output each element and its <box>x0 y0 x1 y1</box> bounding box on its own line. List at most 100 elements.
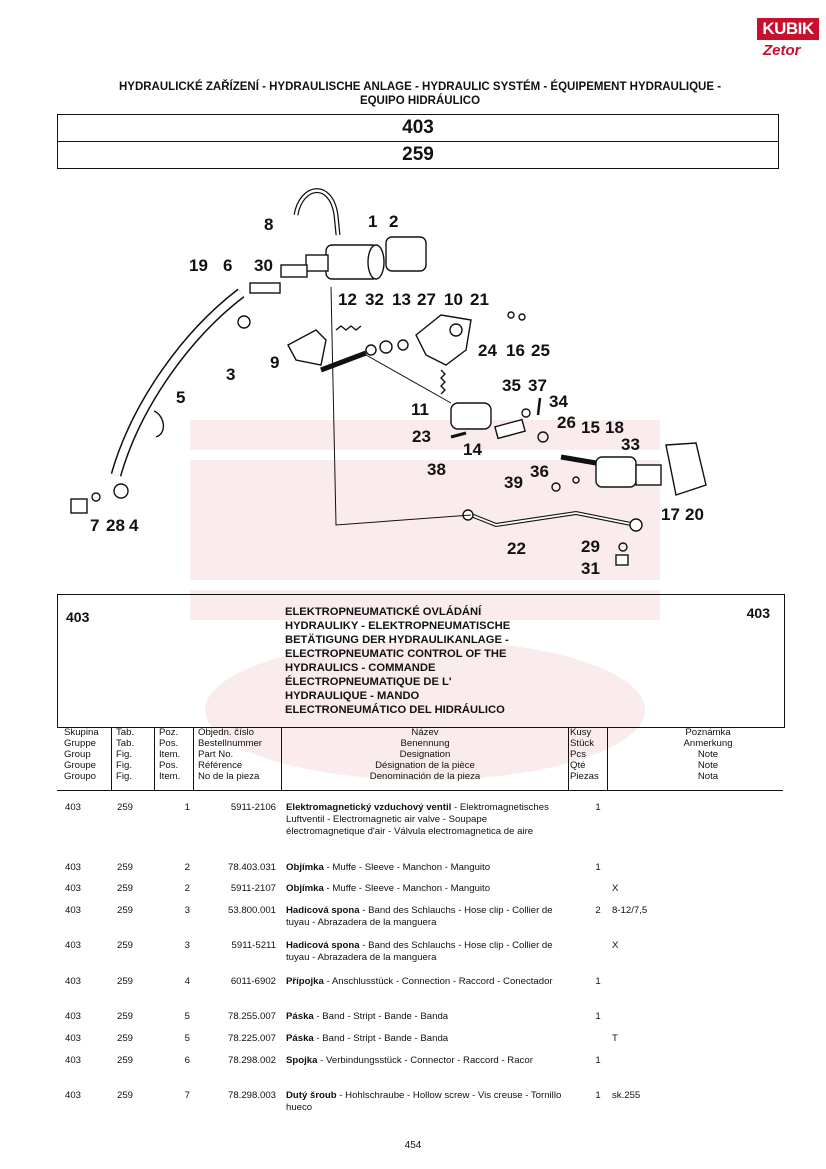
callout-28: 28 <box>106 516 125 535</box>
row-item: 4 <box>184 976 190 987</box>
diagram-callouts: 1 2 3 4 5 6 7 8 9 10 11 12 13 14 15 16 1… <box>90 212 704 578</box>
callout-20: 20 <box>685 505 704 524</box>
callout-19: 19 <box>189 256 208 275</box>
row-translations: - Muffe - Sleeve - Manchon - Manguito <box>323 883 491 894</box>
col-label: Anmerkung <box>683 738 733 749</box>
col-divider <box>607 727 608 790</box>
col-label: Poz. <box>159 727 179 738</box>
row-description: Objímka - Muffe - Sleeve - Manchon - Man… <box>286 883 568 895</box>
row-group: 403 <box>65 862 82 873</box>
callout-1: 1 <box>368 212 377 231</box>
row-figure: 259 <box>117 883 134 894</box>
section-title: ELEKTROPNEUMATICKÉ OVLÁDÁNÍ HYDRAULIKY -… <box>285 605 545 717</box>
col-label: Piezas <box>570 771 599 782</box>
row-note: sk.255 <box>612 1090 641 1101</box>
callout-22: 22 <box>507 539 526 558</box>
callout-36: 36 <box>530 462 549 481</box>
callout-38: 38 <box>427 460 446 479</box>
section-title-line: ELEKTROPNEUMATICKÉ OVLÁDÁNÍ <box>285 606 482 618</box>
row-part-number: 78.255.007 <box>227 1011 276 1022</box>
row-part-number: 5911-5211 <box>231 940 276 951</box>
col-divider <box>154 727 155 790</box>
col-divider <box>568 727 569 790</box>
col-label: Nota <box>697 771 719 782</box>
callout-34: 34 <box>549 392 568 411</box>
col-header-desc: Název Benennung Designation Désignation … <box>282 727 568 782</box>
section-title-line: ELECTROPNEUMATIC CONTROL OF THE <box>285 648 507 660</box>
col-label: Gruppe <box>64 738 96 749</box>
col-label: Název <box>411 727 439 738</box>
row-description: Hadicová spona - Band des Schlauchs - Ho… <box>286 940 568 964</box>
row-figure: 259 <box>117 976 134 987</box>
row-item: 7 <box>184 1090 190 1101</box>
col-header-fig: Tab. Tab. Fig. Fig. Fig. <box>116 727 134 782</box>
section-title-line: ELECTRONEUMÁTICO DEL HIDRÁULICO <box>285 704 505 716</box>
col-label: Fig. <box>116 749 132 760</box>
row-group: 403 <box>65 1033 82 1044</box>
section-header-box: 403 403 ELEKTROPNEUMATICKÉ OVLÁDÁNÍ HYDR… <box>57 594 785 728</box>
callout-8: 8 <box>264 215 273 234</box>
col-header-item: Poz. Pos. Item. Pos. Item. <box>159 727 180 782</box>
callout-37: 37 <box>528 376 547 395</box>
callout-39: 39 <box>504 473 523 492</box>
col-divider <box>193 727 194 790</box>
row-translations: - Band - Stript - Bande - Banda <box>313 1011 449 1022</box>
col-label: Objedn. číslo <box>198 727 254 738</box>
col-label: Note <box>697 760 719 771</box>
row-figure: 259 <box>117 862 134 873</box>
row-name: Elektromagnetický vzduchový ventil <box>286 802 452 813</box>
row-group: 403 <box>65 1011 82 1022</box>
row-name: Hadicová spona <box>286 940 360 951</box>
row-name: Dutý šroub <box>286 1090 337 1101</box>
row-translations: - Band des Schlauchs - Hose clip - Colli… <box>286 940 553 963</box>
row-description: Spojka - Verbindungsstück - Connector - … <box>286 1055 568 1067</box>
row-translations: - Muffe - Sleeve - Manchon - Manguito <box>323 862 491 873</box>
row-figure: 259 <box>117 1033 134 1044</box>
row-group: 403 <box>65 1055 82 1066</box>
row-name: Objímka <box>286 883 324 894</box>
section-title-line: HYDRAULIQUE - MANDO <box>285 690 420 702</box>
col-label: Fig. <box>116 771 132 782</box>
callout-29: 29 <box>581 537 600 556</box>
col-divider <box>281 727 282 790</box>
row-quantity: 2 <box>595 905 601 916</box>
section-title-line: ÉLECTROPNEUMATIQUE DE L' <box>285 676 452 688</box>
row-group: 403 <box>65 940 82 951</box>
section-title-line: BETÄTIGUNG DER HYDRAULIKANLAGE - <box>285 634 509 646</box>
row-figure: 259 <box>117 1055 134 1066</box>
col-label: Groupo <box>64 771 96 782</box>
row-translations: - Band des Schlauchs - Hose clip - Colli… <box>286 905 553 928</box>
row-group: 403 <box>65 976 82 987</box>
row-figure: 259 <box>117 802 134 813</box>
col-label: Fig. <box>116 760 132 771</box>
row-translations: - Anschlusstück - Connection - Raccord -… <box>323 976 553 987</box>
callout-27: 27 <box>417 290 436 309</box>
col-label: Group <box>64 749 91 760</box>
row-part-number: 5911-2107 <box>230 883 276 894</box>
row-description: Hadicová spona - Band des Schlauchs - Ho… <box>286 905 568 929</box>
col-label: Note <box>697 749 719 760</box>
row-quantity: 1 <box>595 976 601 987</box>
row-part-number: 78.298.003 <box>227 1090 276 1101</box>
row-note: 8-12/7,5 <box>612 905 648 916</box>
callout-35: 35 <box>502 376 521 395</box>
title-line-1: HYDRAULICKÉ ZAŘÍZENÍ - HYDRAULISCHE ANLA… <box>118 81 722 93</box>
callout-10: 10 <box>444 290 463 309</box>
col-label: Pos. <box>159 738 179 749</box>
col-label: Pcs <box>570 749 586 760</box>
row-name: Páska <box>286 1033 314 1044</box>
col-label: No de la pieza <box>198 771 260 782</box>
row-item: 2 <box>184 883 190 894</box>
row-part-number: 6011-6902 <box>230 976 276 987</box>
row-figure: 259 <box>117 940 134 951</box>
row-name: Hadicová spona <box>286 905 360 916</box>
callout-5: 5 <box>176 388 185 407</box>
col-label: Poznámka <box>685 727 731 738</box>
row-description: Páska - Band - Stript - Bande - Banda <box>286 1011 568 1023</box>
exploded-parts-diagram: 1 2 3 4 5 6 7 8 9 10 11 12 13 14 15 16 1… <box>56 175 776 585</box>
section-title-line: HYDRAULIKY - ELEKTROPNEUMATISCHE <box>285 620 511 632</box>
callout-11: 11 <box>411 400 429 419</box>
callout-6: 6 <box>223 256 232 275</box>
callout-3: 3 <box>226 365 235 384</box>
row-part-number: 78.225.007 <box>227 1033 276 1044</box>
